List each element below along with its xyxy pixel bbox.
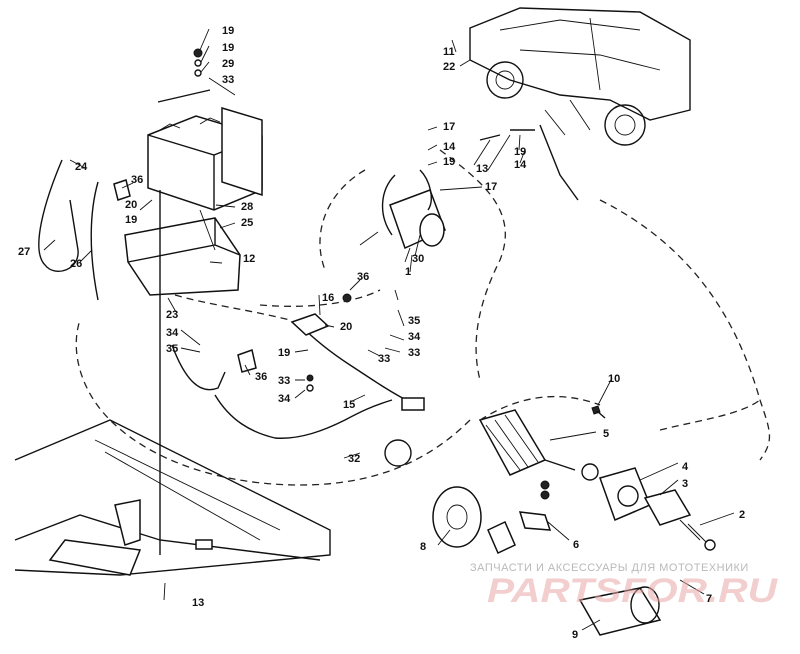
callout-21: 22 xyxy=(443,61,455,73)
callout-15: 15 xyxy=(343,399,355,411)
callout-25: 26 xyxy=(70,258,82,270)
callout-13: 13 xyxy=(476,163,488,175)
callout-17: 17 xyxy=(485,181,497,193)
callout-2: 2 xyxy=(739,509,745,521)
callout-19: 19 xyxy=(278,347,290,359)
callout-7: 7 xyxy=(706,593,712,605)
callout-8: 8 xyxy=(420,541,426,553)
callout-19: 19 xyxy=(514,146,526,158)
callout-20: 19 xyxy=(222,25,234,37)
callout-11: 11 xyxy=(443,46,455,58)
leader-lines xyxy=(43,28,735,631)
callout-35: 35 xyxy=(166,343,178,355)
wiring-harness xyxy=(38,124,579,467)
callout-27: 28 xyxy=(241,201,253,213)
callout-30: 33 xyxy=(222,74,234,86)
callout-13: 13 xyxy=(192,597,204,609)
callout-32: 33 xyxy=(278,375,290,387)
callout-33: 33 xyxy=(408,347,420,359)
callout-32: 33 xyxy=(378,353,390,365)
callout-23: 24 xyxy=(75,161,88,173)
callout-9: 9 xyxy=(572,629,578,641)
watermark: ЗАПЧАСТИ И АКСЕССУАРЫ ДЛЯ МОТОТЕХНИКИ PA… xyxy=(470,562,779,610)
callout-24: 25 xyxy=(241,217,253,229)
callout-18: 17 xyxy=(443,121,455,133)
starter-motor-parts xyxy=(432,405,716,636)
callout-34: 34 xyxy=(166,327,179,339)
starter-solenoid xyxy=(359,169,446,263)
callout-22: 23 xyxy=(166,309,178,321)
callout-33: 34 xyxy=(278,393,291,405)
callout-19: 19 xyxy=(125,214,137,226)
callout-14: 14 xyxy=(514,159,527,171)
battery-assembly xyxy=(124,48,263,296)
callout-4: 4 xyxy=(682,461,689,473)
callout-26: 27 xyxy=(18,246,30,258)
callout-20: 20 xyxy=(340,321,352,333)
callout-1: 1 xyxy=(405,266,411,278)
callout-12: 12 xyxy=(243,253,255,265)
part-callouts: 19 19 29 33 24 36 20 19 28 25 27 26 12 2… xyxy=(18,25,745,641)
callout-19: 19 xyxy=(222,42,234,54)
callout-19: 19 xyxy=(443,156,455,168)
callout-16: 16 xyxy=(322,292,334,304)
watermark-logo: PARTSFOR.RU xyxy=(487,572,779,610)
callout-14: 14 xyxy=(443,141,456,153)
callout-36: 36 xyxy=(255,371,267,383)
callout-5: 5 xyxy=(603,428,609,440)
engine-block xyxy=(469,7,691,146)
callout-36: 36 xyxy=(357,271,369,283)
callout-10: 10 xyxy=(608,373,620,385)
callout-3: 3 xyxy=(682,478,688,490)
callout-34: 34 xyxy=(408,331,421,343)
callout-36: 36 xyxy=(131,174,143,186)
callout-31: 32 xyxy=(348,453,360,465)
watermark-text: ЗАПЧАСТИ И АКСЕССУАРЫ ДЛЯ МОТОТЕХНИКИ xyxy=(470,562,749,574)
callout-20: 20 xyxy=(125,199,137,211)
callout-28: 29 xyxy=(222,58,234,70)
callout-6: 6 xyxy=(573,539,579,551)
assembly-dashed-outline xyxy=(75,149,771,486)
callout-29: 30 xyxy=(412,253,424,265)
chassis-pan xyxy=(14,190,331,576)
callout-35: 35 xyxy=(408,315,420,327)
